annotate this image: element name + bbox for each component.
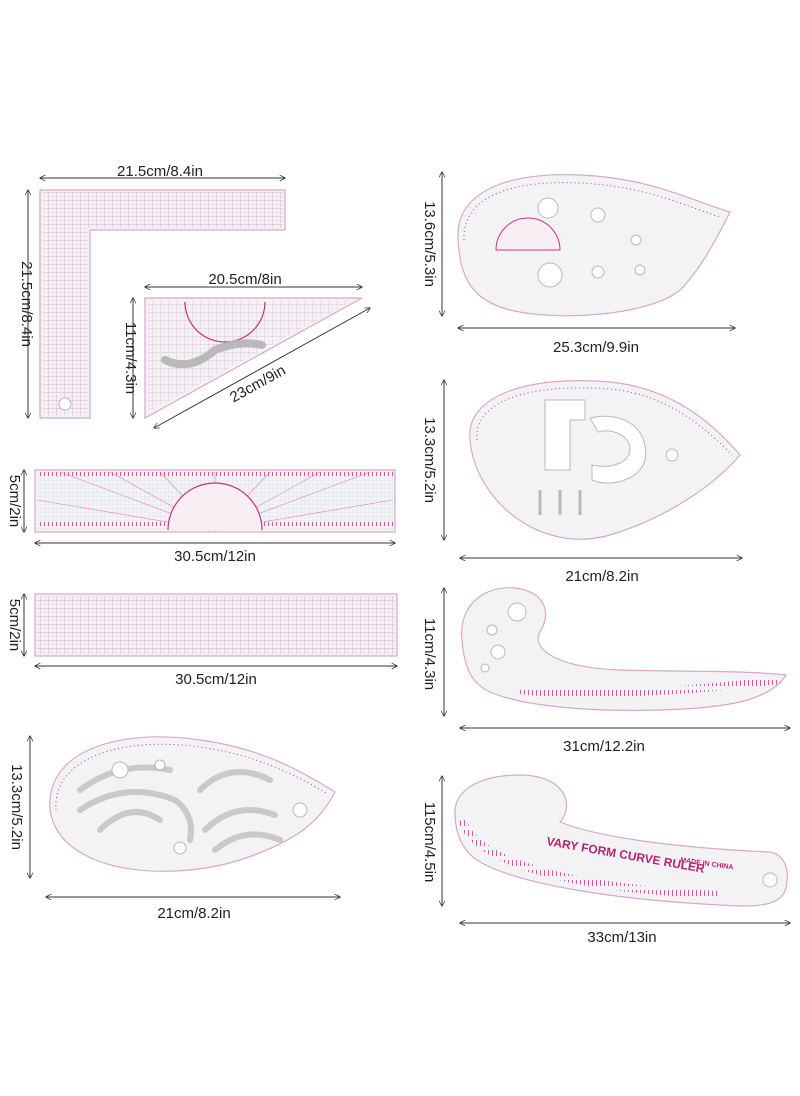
french-curve-large-ruler	[442, 172, 735, 328]
triangle-hyp-label: 23cm/9in	[227, 362, 288, 406]
l-square-ruler	[28, 178, 286, 419]
vary-form-width-label: 33cm/13in	[587, 929, 656, 946]
l-square-width-label: 21.5cm/8.4in	[117, 163, 203, 180]
grid-strip-ruler	[24, 593, 398, 666]
vary-form-height-label: 115cm/4.5in	[421, 802, 438, 883]
hip-curve-ruler	[444, 587, 790, 728]
french-curve-height-label: 13.6cm/5.3in	[421, 201, 438, 287]
grid-strip-height-label: 5cm/2in	[6, 599, 23, 652]
teardrop-curves-height-label: 13.3cm/5.2in	[8, 764, 25, 850]
hip-curve-height-label: 11cm/4.3in	[421, 618, 438, 690]
teardrop-curves-ruler	[30, 736, 340, 897]
french-curve-width-label: 25.3cm/9.9in	[553, 339, 639, 356]
teardrop-stencil-ruler	[444, 380, 742, 558]
protractor-strip-ruler	[24, 469, 396, 543]
triangle-width-label: 20.5cm/8in	[208, 271, 281, 288]
grid-strip-width-label: 30.5cm/12in	[175, 671, 257, 688]
teardrop-stencil-width-label: 21cm/8.2in	[565, 568, 638, 585]
teardrop-stencil-height-label: 13.3cm/5.2in	[421, 417, 438, 503]
teardrop-curves-width-label: 21cm/8.2in	[157, 905, 230, 922]
l-square-height-label: 21.5cm/8.4in	[18, 261, 35, 347]
triangle-height-label: 11cm/4.3in	[122, 322, 139, 394]
hip-curve-width-label: 31cm/12.2in	[563, 738, 645, 755]
vary-form-curve-ruler: VARY FORM CURVE RULER MADE IN CHINA	[442, 774, 790, 923]
protractor-height-label: 5cm/2in	[6, 475, 23, 528]
protractor-width-label: 30.5cm/12in	[174, 548, 256, 565]
triangle-ruler	[133, 287, 370, 428]
